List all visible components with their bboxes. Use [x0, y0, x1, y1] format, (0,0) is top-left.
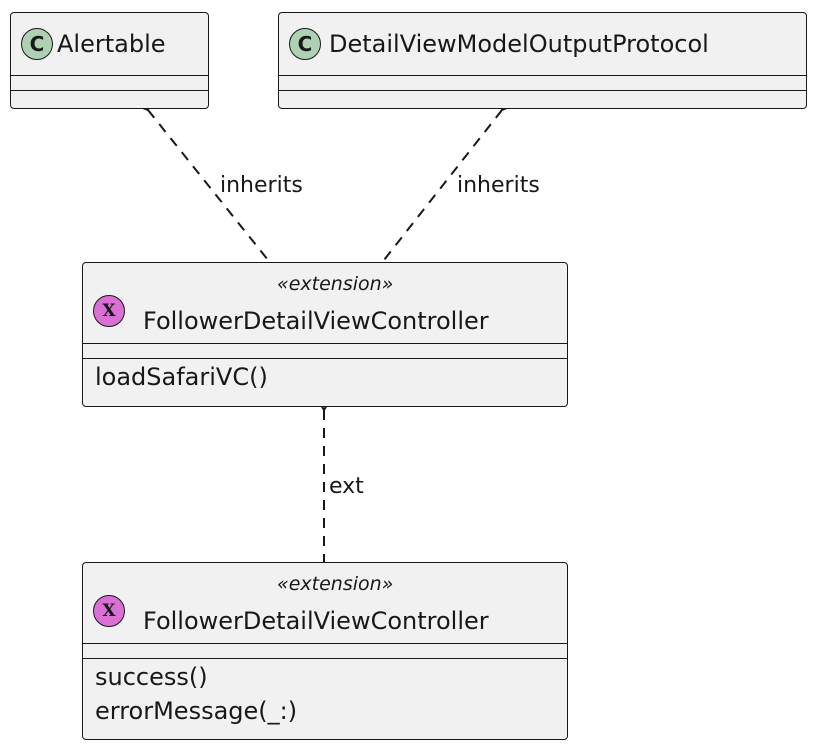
class-divider [11, 75, 208, 90]
class-name: FollowerDetailViewController [143, 607, 489, 635]
class-c-icon: C [21, 28, 53, 60]
extension-x-icon: X [93, 295, 125, 327]
inherits-edge-alertable [134, 96, 269, 261]
class-header: X «extension» FollowerDetailViewControll… [83, 563, 567, 643]
class-divider [11, 90, 208, 91]
class-detail-view-model-output-protocol[interactable]: C DetailViewModelOutputProtocol [278, 12, 807, 109]
class-header: C DetailViewModelOutputProtocol [279, 13, 806, 75]
stereotype-label: «extension» [277, 573, 394, 595]
class-divider [279, 75, 806, 90]
class-name: FollowerDetailViewController [143, 307, 489, 335]
method-item: errorMessage(_:) [95, 697, 298, 725]
extension-follower-detail-view-controller-2[interactable]: X «extension» FollowerDetailViewControll… [82, 562, 568, 740]
class-c-icon: C [289, 28, 321, 60]
class-header: C Alertable [11, 13, 208, 75]
class-name: DetailViewModelOutputProtocol [329, 30, 709, 58]
class-divider: success() errorMessage(_:) [83, 658, 567, 728]
inherits-label-left: inherits [220, 173, 303, 198]
class-alertable[interactable]: C Alertable [10, 12, 209, 109]
method-item: loadSafariVC() [95, 363, 268, 391]
stereotype-label: «extension» [277, 273, 394, 295]
class-header: X «extension» FollowerDetailViewControll… [83, 263, 567, 343]
inherits-label-right: inherits [457, 173, 540, 198]
extension-follower-detail-view-controller-1[interactable]: X «extension» FollowerDetailViewControll… [82, 262, 568, 407]
extension-x-icon: X [93, 595, 125, 627]
class-name: Alertable [57, 30, 166, 58]
method-item: success() [95, 663, 208, 691]
class-divider [279, 90, 806, 91]
inherits-edge-protocol [383, 96, 516, 261]
class-divider [83, 643, 567, 658]
class-divider: loadSafariVC() [83, 358, 567, 394]
ext-label: ext [329, 474, 364, 499]
class-divider [83, 343, 567, 358]
